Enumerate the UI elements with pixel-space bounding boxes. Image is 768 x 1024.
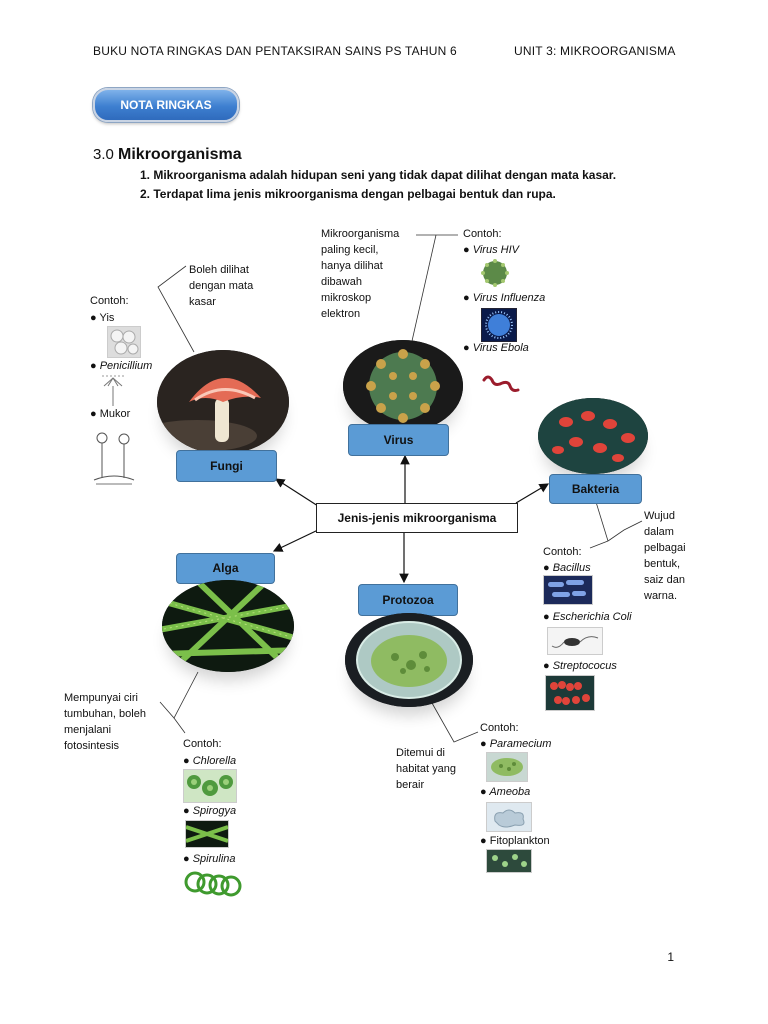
alga-contoh: Contoh: xyxy=(183,738,222,750)
hiv-thumb xyxy=(478,258,512,288)
ameoba-thumb xyxy=(486,802,532,832)
bakteria-example-2: ● Escherichia Coli xyxy=(543,611,632,623)
arrow-to-fungi xyxy=(274,478,319,507)
virus-example-2: ● Virus Influenza xyxy=(463,292,546,304)
protozoa-example-2: ● Ameoba xyxy=(480,786,531,798)
bakteria-example-1: ● Bacillus xyxy=(543,562,591,574)
bakteria-image xyxy=(538,398,648,474)
protozoa-label: Protozoa xyxy=(358,584,458,616)
point-1: 1. Mikroorganisma adalah hidupan seni ya… xyxy=(140,168,617,182)
section-number: 3.0 xyxy=(93,146,114,163)
spirulina-thumb xyxy=(183,866,245,900)
fungi-example-3: ● Mukor xyxy=(90,408,131,420)
bacillus-thumb xyxy=(543,575,593,605)
arrow-to-alga xyxy=(272,529,319,552)
virus-contoh: Contoh: xyxy=(463,228,502,240)
alga-image xyxy=(162,580,294,672)
spirogya-thumb xyxy=(185,820,229,848)
bakteria-contoh: Contoh: xyxy=(543,546,582,558)
bakteria-example-3: ● Streptococus xyxy=(543,660,617,672)
fungi-contoh: Contoh: xyxy=(90,295,129,307)
section-title: Mikroorganisma xyxy=(118,146,242,163)
virus-label: Virus xyxy=(348,424,449,456)
virus-image xyxy=(343,340,463,432)
alga-example-3: ● Spirulina xyxy=(183,853,236,865)
fungi-example-1: ● Yis xyxy=(90,312,115,324)
fungi-image xyxy=(157,350,289,454)
protozoa-example-1: ● Paramecium xyxy=(480,738,552,750)
alga-note-pointer xyxy=(159,671,199,719)
alga-example-2: ● Spirogya xyxy=(183,805,237,817)
header-unit: UNIT 3: MIKROORGANISMA xyxy=(514,44,676,58)
nota-ringkas-badge: NOTA RINGKAS xyxy=(93,88,239,122)
bakteria-label: Bakteria xyxy=(549,474,642,504)
virus-example-3: ● Virus Ebola xyxy=(463,342,529,354)
yis-thumb xyxy=(107,326,141,358)
protozoa-example-3: ● Fitoplankton xyxy=(480,835,550,847)
ecoli-thumb xyxy=(547,627,603,655)
page-number: 1 xyxy=(667,950,674,964)
ebola-thumb xyxy=(480,372,520,396)
fungi-label: Fungi xyxy=(176,450,277,482)
penicillium-thumb xyxy=(100,374,126,406)
virus-example-1: ● Virus HIV xyxy=(463,244,519,256)
point-2: 2. Terdapat lima jenis mikroorganisma de… xyxy=(140,187,556,201)
protozoa-contoh: Contoh: xyxy=(480,722,519,734)
alga-example-1: ● Chlorella xyxy=(183,755,237,767)
fitoplankton-thumb xyxy=(486,849,532,873)
fungi-example-2: ● Penicillium xyxy=(90,360,153,372)
mukor-thumb xyxy=(92,428,136,486)
bakteria-note-pointer xyxy=(607,520,643,542)
chlorella-thumb xyxy=(183,769,237,803)
protozoa-image xyxy=(345,613,473,707)
header-title: BUKU NOTA RINGKAS DAN PENTAKSIRAN SAINS … xyxy=(93,44,457,58)
paramecium-thumb xyxy=(486,752,528,782)
arrow-to-bakteria xyxy=(515,483,550,504)
influenza-thumb xyxy=(481,308,517,342)
streptococus-thumb xyxy=(545,675,595,711)
section-heading: 3.0 Mikroorganisma xyxy=(93,146,242,164)
center-box: Jenis-jenis mikroorganisma xyxy=(316,503,518,533)
protozoa-note-pointer xyxy=(431,702,479,743)
